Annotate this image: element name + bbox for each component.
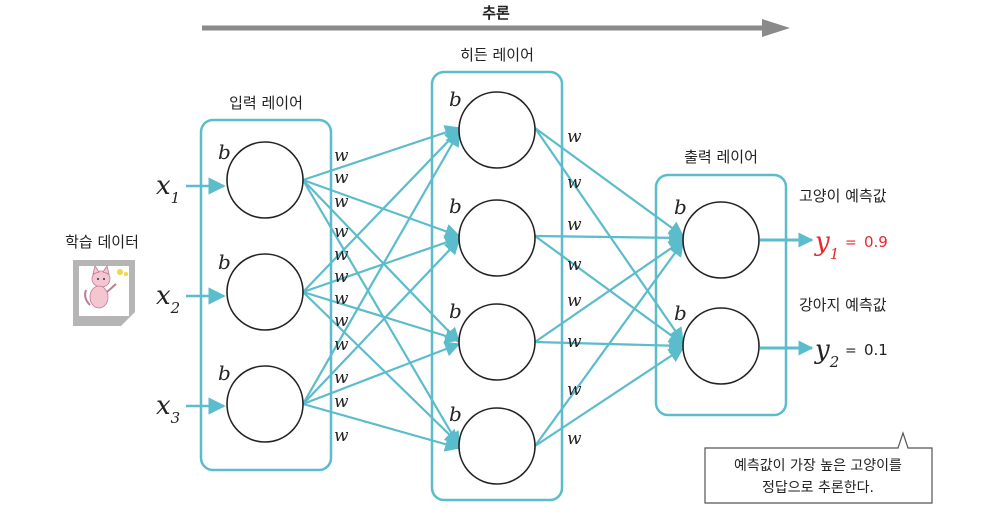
input-neuron-3	[226, 365, 304, 443]
weight-label: w	[334, 245, 349, 265]
training-image-icon	[73, 260, 135, 326]
callout-line-2: 정답으로 추론한다.	[762, 480, 874, 496]
input-layer-title: 입력 레이어	[229, 94, 303, 112]
weight-label: w	[334, 311, 349, 331]
hidden-neuron-2	[458, 199, 536, 277]
inference-arrow-head	[762, 19, 790, 37]
input-x2: x2	[156, 281, 180, 317]
bias-label: b	[674, 195, 687, 219]
output-neuron-2	[682, 307, 760, 385]
output-layer-box	[654, 173, 788, 417]
hidden-neuron-1	[458, 91, 536, 169]
input-x1: x1	[156, 171, 180, 207]
weight-label: w	[334, 192, 349, 212]
bias-label: b	[218, 361, 231, 385]
weight-label: w	[334, 368, 349, 388]
weight-label: w	[567, 173, 582, 193]
input-neuron-1	[226, 141, 304, 219]
output-value-2: 0.1	[864, 341, 888, 359]
weight-label: w	[334, 289, 349, 309]
weight-label: w	[567, 291, 582, 311]
output-neuron-1	[682, 201, 760, 279]
weight-label: w	[567, 215, 582, 235]
weight-label: w	[334, 146, 349, 166]
bias-label: b	[449, 194, 462, 218]
output-caption-cat: 고양이 예측값	[799, 187, 887, 205]
connections	[302, 125, 685, 452]
output-layer-title: 출력 레이어	[684, 148, 758, 166]
weight-label: w	[334, 335, 349, 355]
weight-label: w	[567, 255, 582, 275]
training-data-label: 학습 데이터	[65, 233, 139, 251]
hidden-layer-box	[430, 70, 564, 502]
output-y1: y1	[814, 227, 839, 263]
weight-label: w	[567, 332, 582, 352]
bias-label: b	[674, 301, 687, 325]
bias-label: b	[449, 299, 462, 323]
bias-label: b	[218, 250, 231, 274]
inference-label: 추론	[482, 4, 510, 22]
output-value-1: 0.9	[864, 233, 888, 251]
output-caption-dog: 강아지 예측값	[799, 296, 887, 314]
input-x3: x3	[156, 391, 180, 427]
bias-label: b	[449, 402, 462, 426]
output-y2: y2	[814, 335, 839, 371]
weight-label: w	[334, 392, 349, 412]
weight-label: w	[334, 222, 349, 242]
weight-label: w	[334, 267, 349, 287]
callout-line-1: 예측값이 가장 높은 고양이를	[734, 458, 902, 474]
hidden-layer-title: 히든 레이어	[460, 46, 534, 64]
weight-label: w	[334, 426, 349, 446]
hidden-neuron-4	[458, 407, 536, 485]
input-neuron-2	[226, 253, 304, 331]
callout-box	[704, 431, 933, 504]
input-symbols: x1 x2 x3	[156, 171, 180, 427]
bias-label: b	[218, 140, 231, 164]
weight-label: w	[567, 429, 582, 449]
weight-label: w	[334, 168, 349, 188]
output-eq-2: =	[845, 343, 857, 359]
hidden-neuron-3	[458, 303, 536, 381]
bias-label: b	[449, 87, 462, 111]
output-eq-1: =	[845, 235, 857, 251]
weight-label: w	[567, 127, 582, 147]
weight-label: w	[567, 380, 582, 400]
